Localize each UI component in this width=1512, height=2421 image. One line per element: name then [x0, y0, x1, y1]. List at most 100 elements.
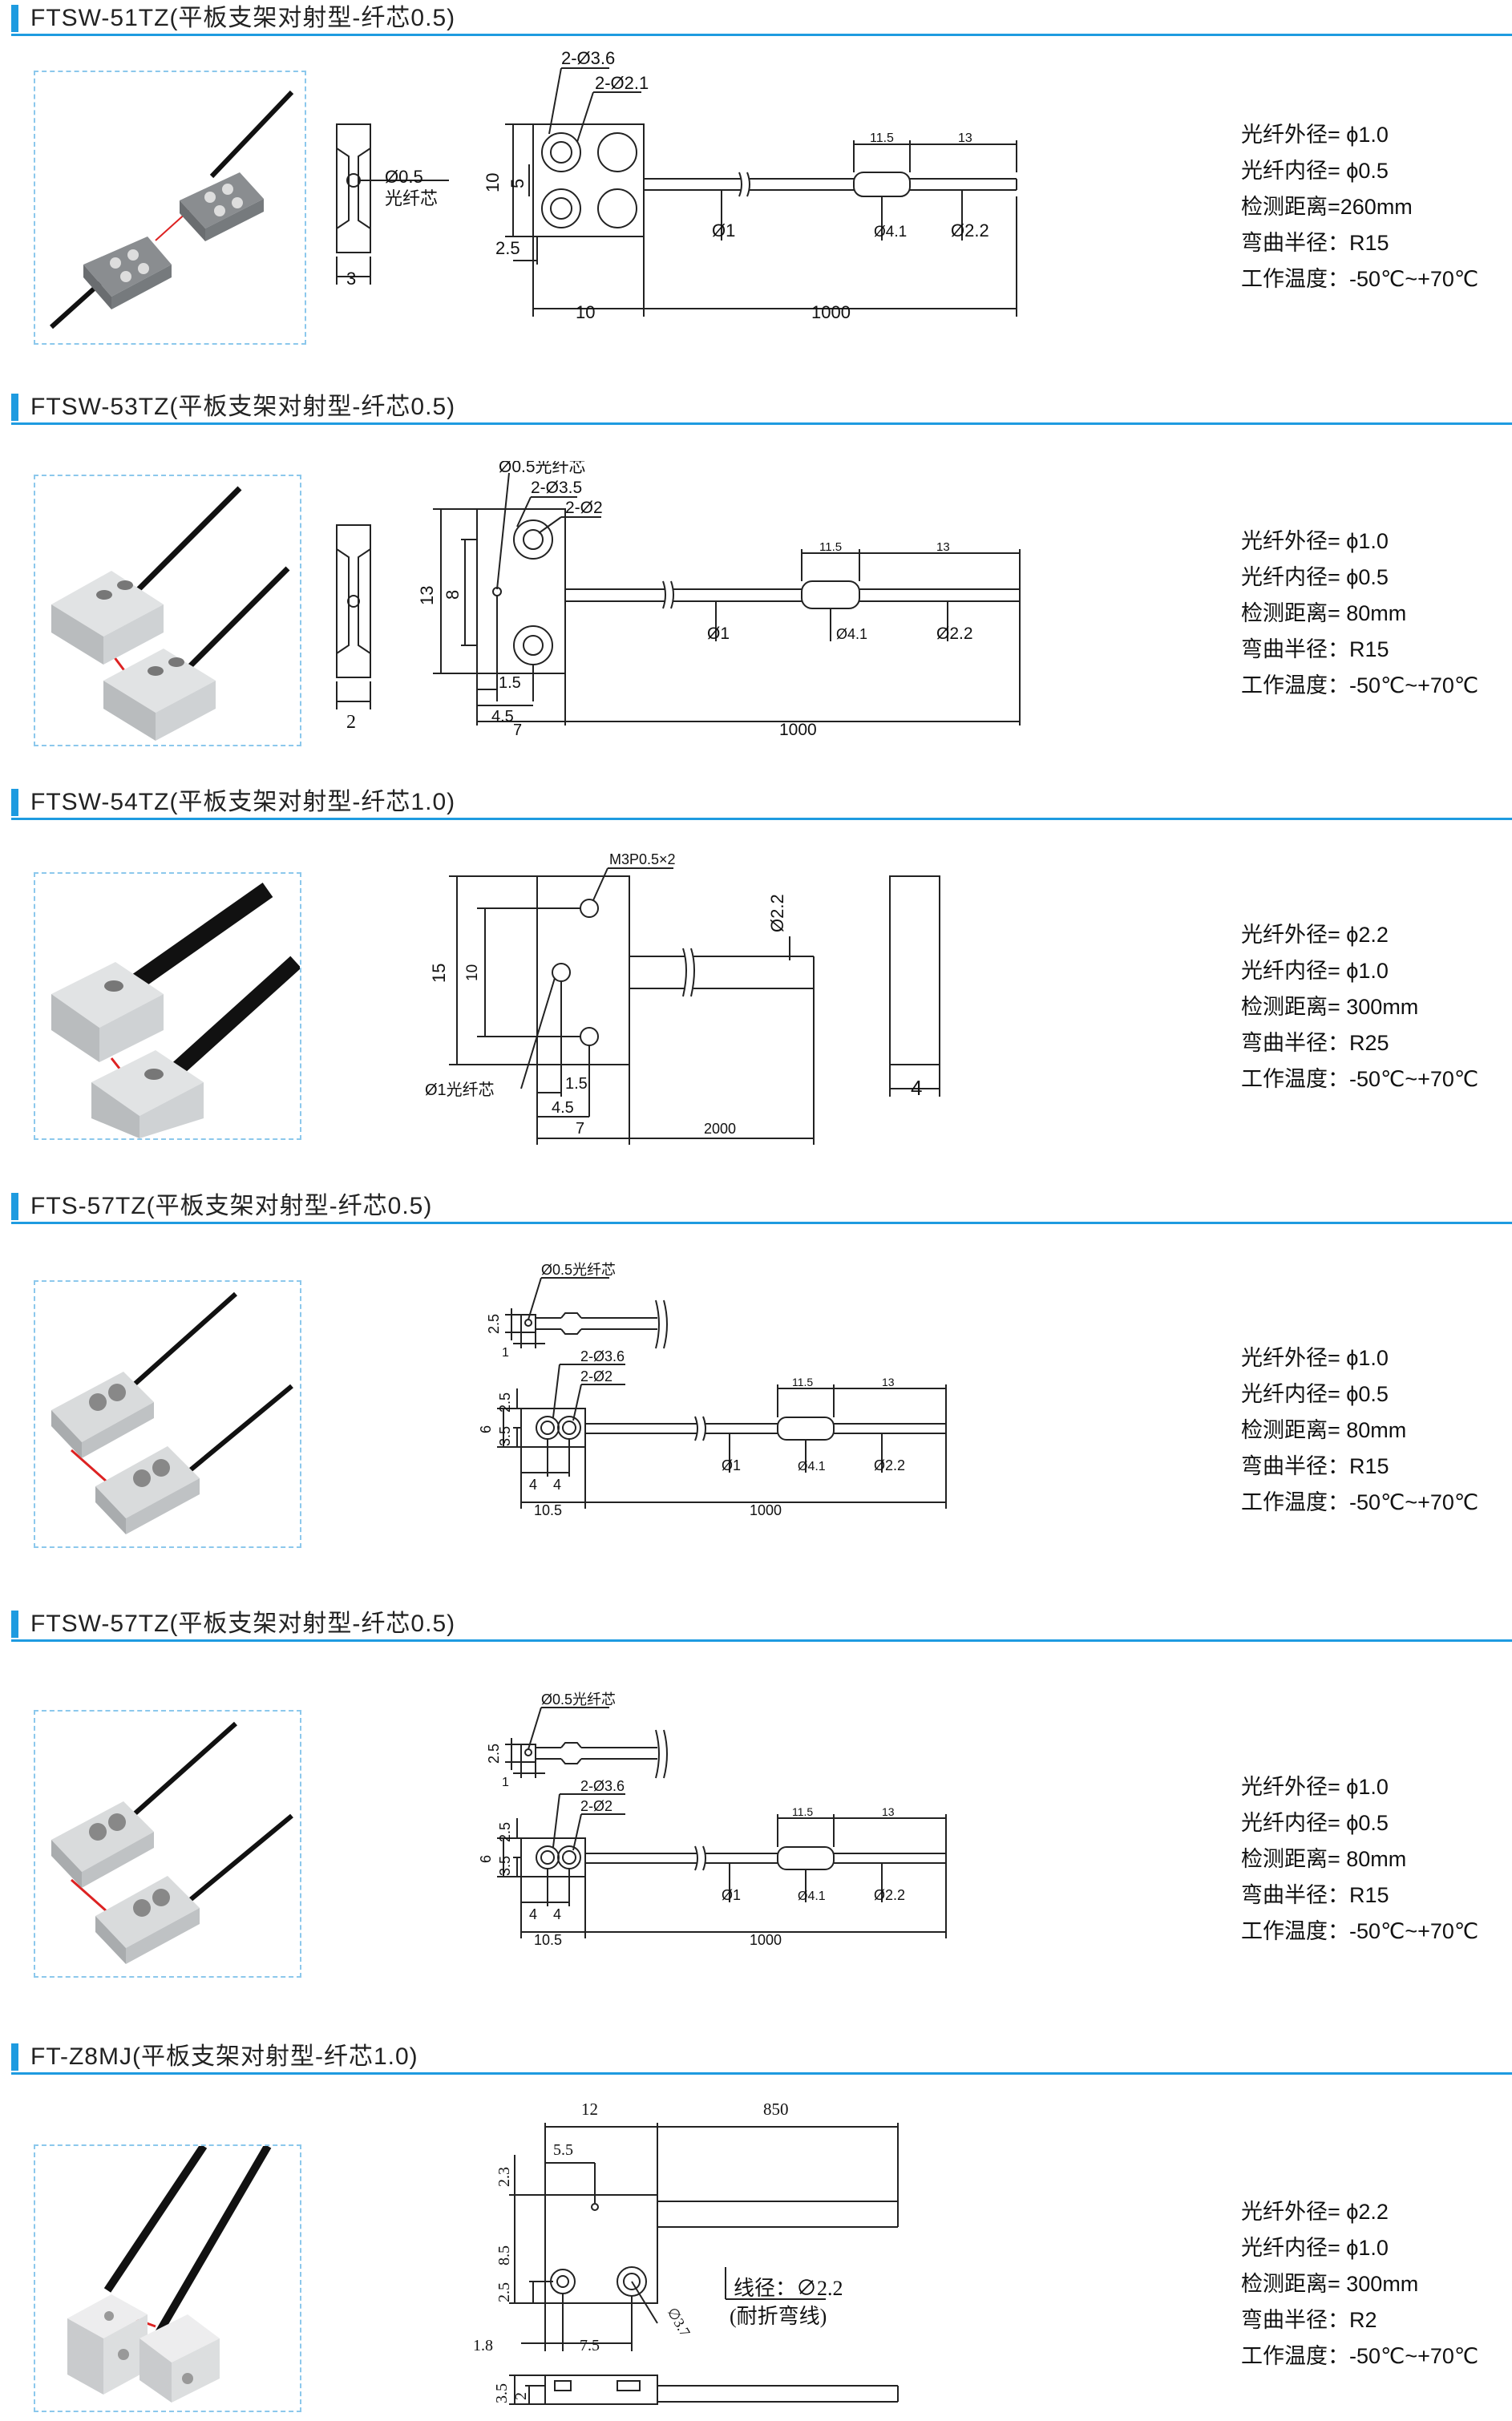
section-divider: [11, 818, 1512, 820]
spec-detection-distance: 检测距离= 80mm: [1241, 1418, 1407, 1442]
dim-label: Ø4.1: [836, 626, 867, 642]
dim-label: 1.8: [473, 2337, 493, 2354]
dim-label: Ø2.2: [951, 220, 989, 240]
spec-bend-radius: 弯曲半径：R15: [1241, 1883, 1389, 1907]
section-accent-bar: [11, 394, 18, 421]
dim-label: 2: [346, 712, 356, 733]
spec-operating-temperature: 工作温度：-50℃~+70℃: [1241, 673, 1479, 697]
section-divider: [11, 2072, 1512, 2075]
spec-operating-temperature: 工作温度：-50℃~+70℃: [1241, 2344, 1479, 2368]
dim-label: 10: [464, 964, 481, 981]
spec-list: 光纤外径= ϕ2.2 光纤内径= ϕ1.0 检测距离= 300mm 弯曲半径：R…: [1241, 2194, 1478, 2375]
section-divider: [11, 1222, 1512, 1224]
dim-label: ∅3.7: [665, 2305, 693, 2339]
dim-label: Ø0.5光纤芯: [499, 461, 586, 476]
dim-label: 3.5: [497, 1426, 513, 1446]
dim-label: 2.3: [495, 2167, 513, 2187]
dim-label: 线径：∅2.2: [734, 2277, 843, 2300]
section-accent-bar: [11, 1611, 18, 1638]
section-title: FTSW-54TZ(平板支架对射型-纤芯1.0): [30, 789, 456, 815]
spec-fiber-outer-diameter: 光纤外径= ϕ1.0: [1241, 1775, 1389, 1799]
dim-label: 1000: [750, 1932, 782, 1948]
spec-fiber-inner-diameter: 光纤内径= ϕ0.5: [1241, 1811, 1389, 1835]
spec-detection-distance: 检测距离= 80mm: [1241, 601, 1407, 625]
dimension-drawing: 2 Ø0.: [321, 461, 1042, 762]
dim-label: 13: [417, 586, 437, 605]
dim-label: 4: [553, 1477, 561, 1493]
dim-label: 10.5: [534, 1932, 562, 1948]
dimension-drawing: Ø0.5光纤芯 2.5 1: [457, 1674, 970, 1995]
dim-label: 1000: [750, 1502, 782, 1518]
dim-label: M3P0.5×2: [609, 851, 676, 867]
spec-fiber-outer-diameter: 光纤外径= ϕ1.0: [1241, 1346, 1389, 1370]
dim-label: 4: [529, 1906, 537, 1922]
dim-label: 2-Ø2: [565, 499, 603, 517]
spec-bend-radius: 弯曲半径：R25: [1241, 1031, 1389, 1055]
spec-list: 光纤外径= ϕ1.0 光纤内径= ϕ0.5 检测距离= 80mm 弯曲半径：R1…: [1241, 523, 1478, 704]
section-divider: [11, 34, 1512, 36]
spec-detection-distance: 检测距离= 80mm: [1241, 1847, 1407, 1871]
product-section-ftsw-51tz: FTSW-51TZ(平板支架对射型-纤芯0.5): [0, 0, 1512, 361]
dim-label: 3: [346, 269, 356, 289]
product-section-fts-57tz: FTS-57TZ(平板支架对射型-纤芯0.5): [0, 1188, 1512, 1605]
spec-fiber-inner-diameter: 光纤内径= ϕ0.5: [1241, 565, 1389, 589]
product-photo: [34, 2144, 301, 2412]
dim-label: Ø1: [712, 220, 735, 240]
section-title: FT-Z8MJ(平板支架对射型-纤芯1.0): [30, 2043, 418, 2070]
dim-label: 13: [958, 131, 972, 145]
spec-fiber-outer-diameter: 光纤外径= ϕ2.2: [1241, 923, 1389, 947]
spec-list: 光纤外径= ϕ2.2 光纤内径= ϕ1.0 检测距离= 300mm 弯曲半径：R…: [1241, 917, 1478, 1097]
spec-operating-temperature: 工作温度：-50℃~+70℃: [1241, 1919, 1479, 1943]
dim-label: 1.5: [565, 1075, 588, 1093]
dim-label: 6: [478, 1855, 494, 1863]
product-photo: [34, 1710, 301, 1978]
dim-label: 2-Ø2: [580, 1368, 612, 1384]
section-title: FTS-57TZ(平板支架对射型-纤芯0.5): [30, 1193, 433, 1219]
spec-operating-temperature: 工作温度：-50℃~+70℃: [1241, 267, 1479, 291]
product-section-ftsw-54tz: FTSW-54TZ(平板支架对射型-纤芯1.0): [0, 784, 1512, 1185]
product-photo: [34, 475, 301, 746]
spec-fiber-inner-diameter: 光纤内径= ϕ1.0: [1241, 2236, 1389, 2260]
product-section-ftsw-53tz: FTSW-53TZ(平板支架对射型-纤芯0.5) 2: [0, 389, 1512, 774]
spec-bend-radius: 弯曲半径：R15: [1241, 637, 1389, 661]
dim-label: 2.5: [495, 238, 520, 258]
section-title: FTSW-57TZ(平板支架对射型-纤芯0.5): [30, 1611, 456, 1637]
dimension-drawing: Ø0.5光纤芯 2.5 1: [457, 1244, 970, 1565]
dim-label: 2000: [704, 1121, 736, 1137]
dim-label: Ø0.5: [385, 167, 423, 187]
spec-fiber-inner-diameter: 光纤内径= ϕ0.5: [1241, 159, 1389, 183]
section-title: FTSW-53TZ(平板支架对射型-纤芯0.5): [30, 394, 456, 420]
dimension-drawing: 12 850 2.3 5.5 8.5 2.5 ∅3.7 线径：∅2.2 (耐折弯…: [449, 2083, 930, 2421]
dim-label: 4.5: [552, 1099, 574, 1117]
dim-label: 10: [576, 302, 595, 322]
spec-operating-temperature: 工作温度：-50℃~+70℃: [1241, 1490, 1479, 1514]
spec-detection-distance: 检测距离=260mm: [1241, 195, 1413, 219]
dim-label: 2-Ø2.1: [595, 73, 649, 93]
dim-label: 5: [507, 179, 528, 188]
dim-label: 7: [576, 1120, 584, 1138]
section-header: FT-Z8MJ(平板支架对射型-纤芯1.0): [0, 2039, 1512, 2077]
dim-label: Ø0.5光纤芯: [541, 1262, 616, 1278]
spec-bend-radius: 弯曲半径：R15: [1241, 231, 1389, 255]
dim-label: 2-Ø3.6: [580, 1348, 625, 1364]
dim-label: 2.5: [497, 1822, 513, 1842]
dim-label: 11.5: [819, 540, 842, 554]
dim-label: 4: [911, 1076, 922, 1100]
dim-label: 1000: [811, 302, 851, 322]
spec-fiber-outer-diameter: 光纤外径= ϕ2.2: [1241, 2200, 1389, 2224]
product-section-ftsw-57tz: FTSW-57TZ(平板支架对射型-纤芯0.5): [0, 1606, 1512, 2039]
dim-label: 2: [512, 2392, 530, 2400]
section-accent-bar: [11, 789, 18, 816]
dim-label: Ø1: [722, 1887, 741, 1903]
dim-label: 3.5: [493, 2383, 511, 2403]
dim-label: 2-Ø3.6: [580, 1778, 625, 1794]
dimension-drawing: 2-Ø3.6 2-Ø2.1 Ø0.5 光纤芯 10 5 3 2.5 10 100…: [321, 44, 1042, 341]
dim-label: Ø1光纤芯: [425, 1081, 495, 1099]
dim-label: 4: [529, 1477, 537, 1493]
section-accent-bar: [11, 2043, 18, 2071]
dim-label: 8: [443, 590, 463, 600]
dim-label: Ø4.1: [798, 1890, 826, 1903]
dim-label: 13: [882, 1376, 895, 1388]
dim-label: 7: [513, 721, 522, 739]
dim-label: 11.5: [792, 1805, 813, 1818]
